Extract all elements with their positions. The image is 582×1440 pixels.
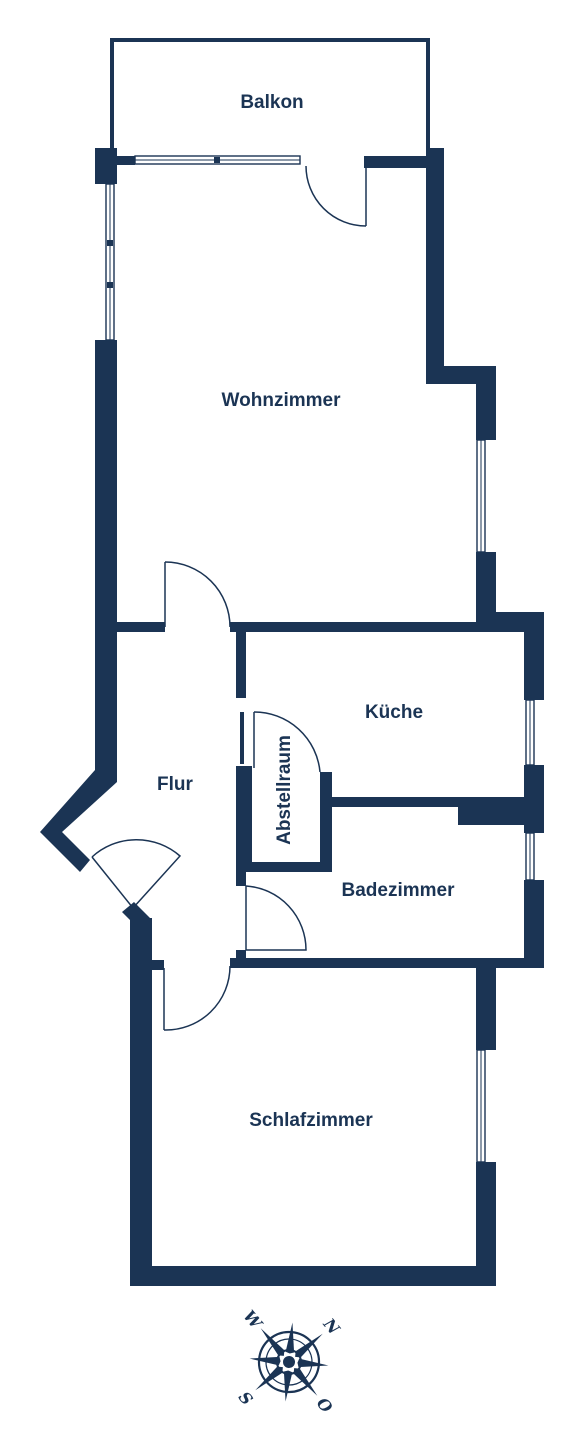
wohnzimmer-top-left-pier <box>95 148 117 184</box>
wohnzimmer-top-wall-mid <box>117 156 135 165</box>
kueche-left-wall <box>236 630 246 698</box>
wohnzimmer-notch-vertical <box>476 366 496 440</box>
schlafzimmer-top-wall-left <box>150 960 164 970</box>
room-label-kueche: Küche <box>365 702 423 723</box>
windows <box>105 155 535 1163</box>
wohnzimmer-door-arc <box>164 561 231 628</box>
doors <box>91 165 367 1031</box>
abstellraum-door-jamb <box>240 712 244 764</box>
room-label-abstellraum: Abstellraum <box>274 735 295 845</box>
abstellraum-right-wall <box>320 772 332 872</box>
walls <box>40 38 544 1286</box>
badezimmer-right-wall <box>524 880 544 968</box>
wohnzimmer-left-wall <box>95 340 117 772</box>
kueche-bad-wall <box>330 797 526 807</box>
compass-south: S <box>235 1388 257 1409</box>
balkon-door-arc <box>305 165 367 227</box>
compass-east: O <box>313 1394 337 1417</box>
balkon-wall-top <box>110 38 430 42</box>
compass-rose-icon <box>249 1322 329 1402</box>
room-label-flur: Flur <box>157 774 193 795</box>
entrance-door-leaf <box>91 856 134 909</box>
badezimmer-door-arc <box>245 885 307 951</box>
kueche-right-wall <box>524 612 544 700</box>
compass: N S O W <box>235 1306 345 1417</box>
compass-north: N <box>319 1314 344 1339</box>
room-label-balkon: Balkon <box>240 92 303 113</box>
abstellraum-bottom-wall <box>236 862 332 872</box>
flur-angled-wall <box>40 770 117 872</box>
wohnzimmer-top-wall-right <box>364 156 444 168</box>
compass-west: W <box>240 1306 267 1334</box>
room-label-wohnzimmer: Wohnzimmer <box>222 390 342 411</box>
room-labels: Balkon Wohnzimmer Küche Abstellraum Flur… <box>157 92 455 1131</box>
kueche-bad-wall-block <box>458 797 526 825</box>
schlafzimmer-right-wall-lower <box>476 1162 496 1286</box>
schlafzimmer-left-wall <box>130 918 152 1286</box>
badezimmer-left-wall <box>236 872 246 886</box>
schlafzimmer-right-wall-top <box>476 960 496 1050</box>
room-label-schlafzimmer: Schlafzimmer <box>249 1110 373 1131</box>
room-label-badezimmer: Badezimmer <box>342 880 456 901</box>
entrance-door-arc <box>91 838 182 909</box>
wohnzimmer-right-wall-top <box>426 148 444 384</box>
wohnzimmer-right-wall-lower <box>476 552 496 630</box>
schlafzimmer-bottom-wall <box>130 1266 496 1286</box>
abstellraum-left-wall <box>236 766 252 872</box>
kueche-right-wall-lower <box>524 765 544 833</box>
balkon-wall-right <box>426 38 430 160</box>
balkon-wall-left <box>110 38 114 160</box>
schlafzimmer-door-arc <box>163 965 231 1031</box>
flur-bad-stub <box>236 950 246 962</box>
wohnzimmer-bottom-wall-right <box>230 622 530 632</box>
abstellraum-door-arc <box>253 711 321 773</box>
wohnzimmer-bottom-wall-left <box>115 622 165 632</box>
badezimmer-bottom-wall <box>230 958 544 968</box>
